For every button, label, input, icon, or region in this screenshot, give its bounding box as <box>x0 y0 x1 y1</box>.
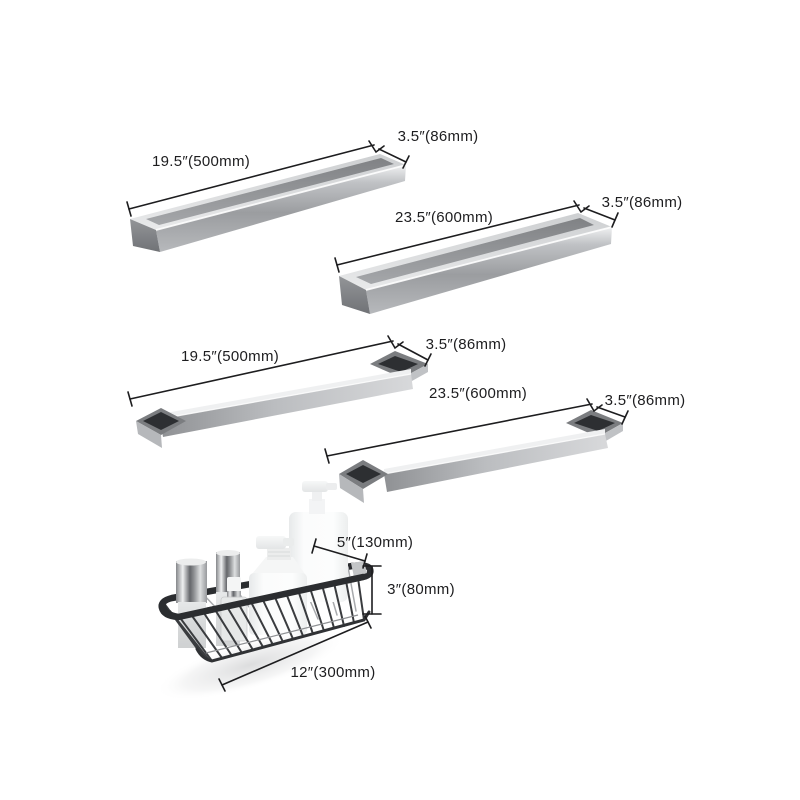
dim-line <box>378 148 407 163</box>
dim-line <box>583 207 616 221</box>
dim-line <box>128 144 375 210</box>
bracket-left-opening <box>143 412 179 430</box>
dim-tick <box>364 615 372 629</box>
dim-tick <box>324 448 330 464</box>
dim-single-bar-600 <box>324 398 629 464</box>
bracket-left-face <box>136 421 162 448</box>
bracket-right-opening <box>378 356 418 372</box>
dim-single-bar-500 <box>127 335 432 407</box>
dim-arrow <box>368 140 385 154</box>
dim-tick <box>611 212 619 228</box>
bar-front-face <box>366 227 612 314</box>
cap-top <box>176 558 206 566</box>
basket-depth-label: 5″(130mm) <box>337 534 413 551</box>
dim-line <box>129 340 394 400</box>
double-towel-bar-500 <box>130 154 407 252</box>
dim-line <box>313 545 366 562</box>
dim-line <box>397 343 429 361</box>
dim-tick <box>126 201 132 217</box>
bar-slot <box>146 158 394 225</box>
dim-arrow <box>573 200 590 214</box>
bottle-shoulder <box>252 557 305 574</box>
double-bar-600-length-label: 23.5″(600mm) <box>395 209 493 226</box>
single-bar-500-depth-label: 3.5″(86mm) <box>426 336 507 353</box>
dim-tick <box>621 410 629 425</box>
dim-line <box>596 406 626 418</box>
bar-edge-highlight <box>155 164 407 231</box>
bottle-neck <box>309 499 325 514</box>
bottle-cap <box>227 577 241 592</box>
single-bar-500-length-label: 19.5″(500mm) <box>181 348 279 365</box>
dim-basket <box>218 538 382 692</box>
pump-head <box>302 481 328 492</box>
bar-edge-highlight <box>159 373 412 420</box>
bar-top-strip <box>384 429 605 474</box>
bar-end-cap <box>339 276 370 314</box>
bracket-left-face <box>339 474 364 503</box>
bar-front-face <box>156 165 406 252</box>
basket-shadow <box>155 629 345 701</box>
dim-tick <box>334 257 340 273</box>
bar-front-face <box>384 434 608 492</box>
pump-stem <box>312 489 322 501</box>
basket-width-label: 12″(300mm) <box>290 664 375 681</box>
dim-double-bar-600 <box>334 200 619 273</box>
dim-tick <box>218 678 226 692</box>
dim-line <box>336 204 580 266</box>
basket-height-label: 3″(80mm) <box>387 581 455 598</box>
dim-line <box>326 403 593 457</box>
bar-front-face <box>160 374 413 437</box>
pump-spout <box>326 483 337 490</box>
dim-line <box>221 621 369 686</box>
dim-tick <box>402 155 410 169</box>
dim-double-bar-500 <box>126 140 410 217</box>
pump-head <box>256 536 286 549</box>
basket-mount-tab <box>351 561 367 577</box>
basket-rim-front <box>159 573 367 621</box>
dim-arrow <box>387 335 404 350</box>
bar-top-strip <box>160 369 411 419</box>
dim-tick <box>424 353 432 367</box>
double-bar-500-length-label: 19.5″(500mm) <box>152 153 250 170</box>
pump-collar <box>267 548 291 560</box>
shower-basket <box>155 481 374 701</box>
bar-edge-highlight <box>365 226 613 291</box>
dim-tick <box>311 538 317 554</box>
single-towel-bar-500 <box>136 351 428 448</box>
bracket-right-opening <box>574 415 615 431</box>
double-bar-500-depth-label: 3.5″(86mm) <box>398 128 479 145</box>
basket-bottom-inner-rail <box>205 614 359 654</box>
bar-end-cap <box>130 219 160 252</box>
single-bar-600-length-label: 23.5″(600mm) <box>429 385 527 402</box>
single-bar-600-depth-label: 3.5″(86mm) <box>605 392 686 409</box>
bottle-cap <box>176 561 207 603</box>
bottle-collar <box>227 591 241 598</box>
cap-top <box>216 550 240 556</box>
basket-bottom-rail <box>195 610 371 663</box>
bar-edge-highlight <box>383 433 606 475</box>
double-bar-600-depth-label: 3.5″(86mm) <box>602 194 683 211</box>
basket-front-wires <box>177 577 365 662</box>
dim-tick <box>127 391 133 407</box>
double-towel-bar-600 <box>339 213 613 314</box>
bar-slot <box>356 218 594 284</box>
bracket-left-opening <box>346 465 381 483</box>
pump-spout <box>283 538 294 546</box>
single-towel-bar-600 <box>339 410 623 503</box>
